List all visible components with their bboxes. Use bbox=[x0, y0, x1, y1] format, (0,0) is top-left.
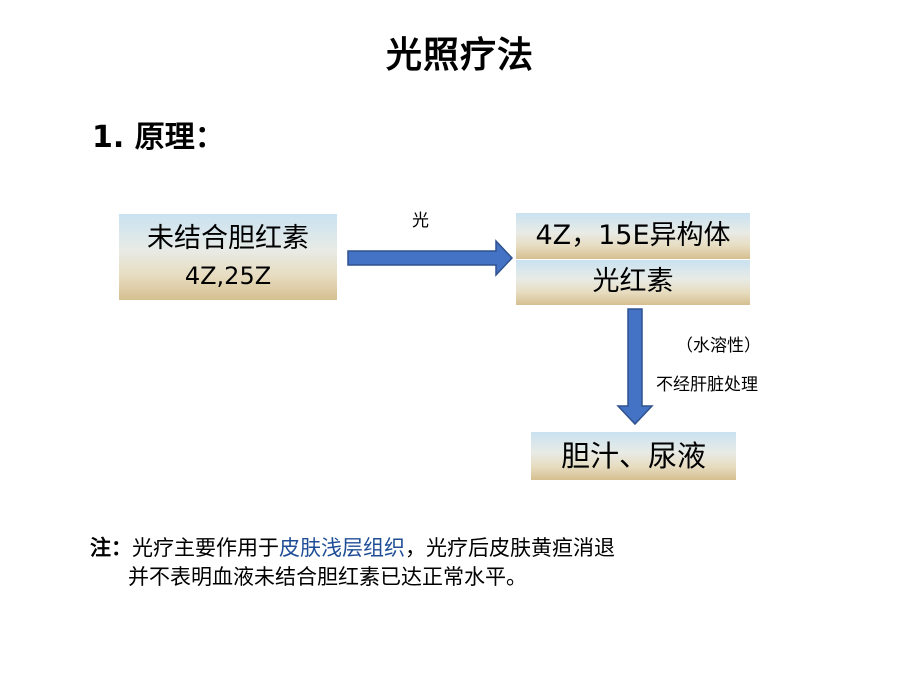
note-line-1: 注：光疗主要作用于皮肤浅层组织，光疗后皮肤黄疸消退 bbox=[90, 534, 615, 563]
note-text-1: 光疗主要作用于 bbox=[132, 536, 279, 560]
lumirubin-box: 光红素 bbox=[516, 260, 750, 305]
lumirubin-label: 光红素 bbox=[592, 266, 674, 298]
page-title: 光照疗法 bbox=[385, 35, 534, 76]
note-line-2: 并不表明血液未结合胆红素已达正常水平。 bbox=[128, 565, 527, 589]
section-heading: 1. 原理： bbox=[92, 120, 225, 155]
down-arrow bbox=[616, 308, 654, 426]
isomer-code-label: 4Z,25Z bbox=[184, 261, 272, 290]
isomer-box: 4Z，15E异构体 bbox=[516, 213, 750, 259]
no-liver-processing-label: 不经肝脏处理 bbox=[656, 375, 758, 395]
bile-urine-box: 胆汁、尿液 bbox=[531, 432, 736, 480]
unconjugated-bilirubin-box: 未结合胆红素 4Z,25Z bbox=[119, 214, 337, 300]
note-text-2: ，光疗后皮肤黄疸消退 bbox=[405, 536, 615, 560]
note-highlight: 皮肤浅层组织 bbox=[279, 536, 405, 560]
bile-urine-label: 胆汁、尿液 bbox=[560, 438, 706, 473]
right-arrow bbox=[347, 239, 514, 277]
light-label: 光 bbox=[412, 211, 429, 231]
water-soluble-label: （水溶性） bbox=[676, 336, 761, 356]
unconjugated-bilirubin-label: 未结合胆红素 bbox=[147, 223, 309, 255]
note-prefix: 注： bbox=[90, 536, 132, 560]
note-paragraph: 注：光疗主要作用于皮肤浅层组织，光疗后皮肤黄疸消退 并不表明血液未结合胆红素已达… bbox=[90, 534, 615, 592]
isomer-label: 4Z，15E异构体 bbox=[535, 219, 731, 251]
